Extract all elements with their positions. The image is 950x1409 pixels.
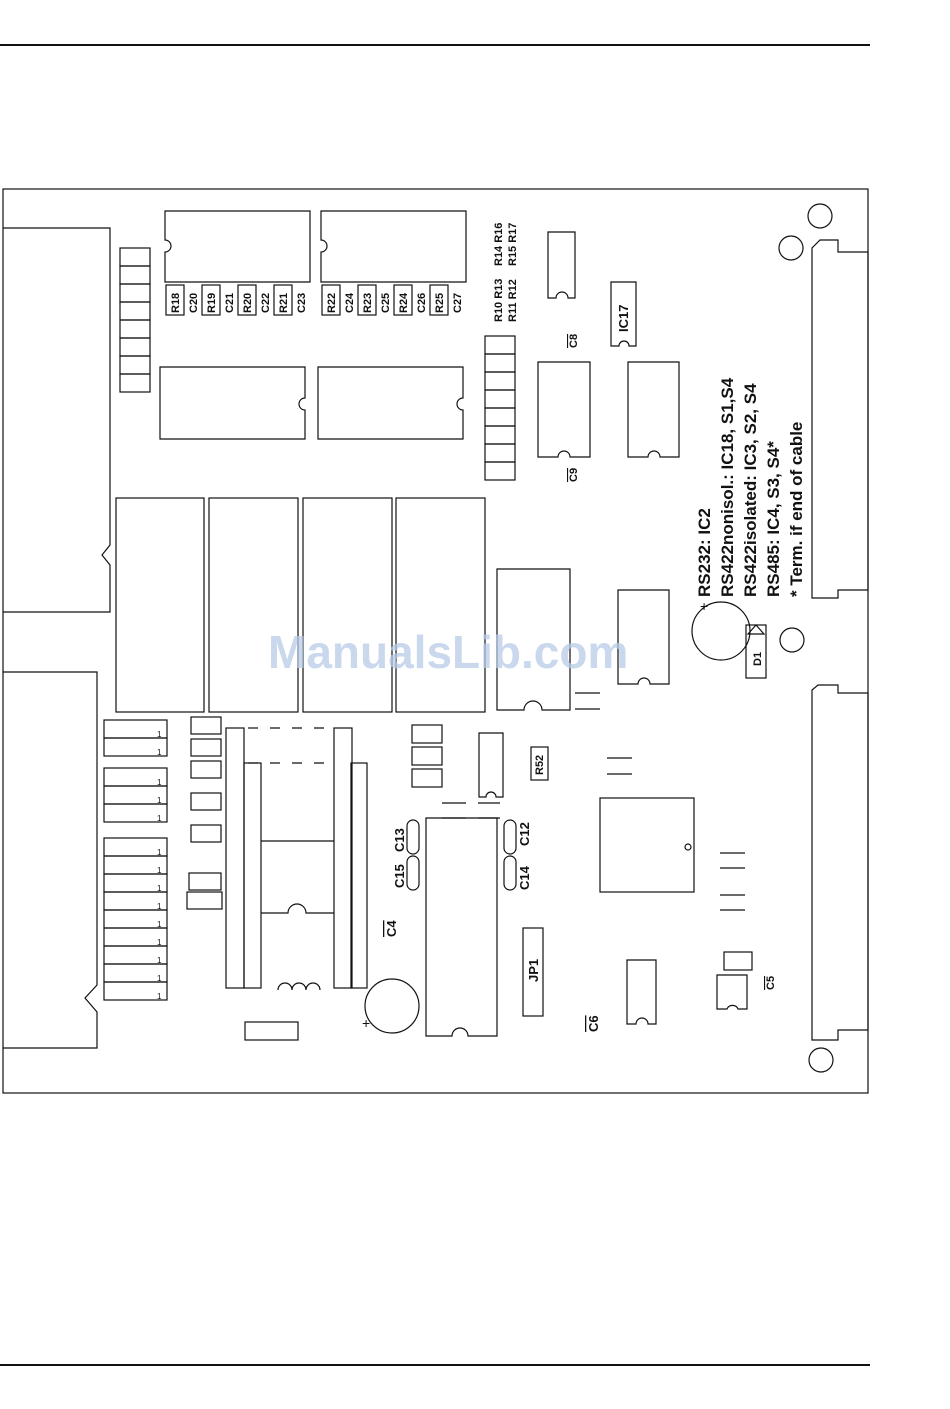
chip-c8-c9 <box>538 362 590 457</box>
label-c5: C5 <box>765 976 777 990</box>
db-connector-lower <box>812 685 868 1040</box>
pin1-marker: 1 <box>157 902 162 911</box>
pin1-marker: 1 <box>157 920 162 929</box>
note-rs422-isolated: RS422isolated: IC3, S2, S4 <box>741 383 760 597</box>
small-dip-r52 <box>479 733 503 797</box>
note-rs422-nonisol: RS422nonisol.: IC18, S1,S4 <box>718 377 737 597</box>
chip-bottom-center <box>627 960 656 1024</box>
label-r11-r12: R11 R12 <box>507 279 519 322</box>
label-c26: C26 <box>416 293 428 313</box>
pin1-marker: 1 <box>157 866 162 875</box>
square-ic <box>600 798 694 892</box>
dip-chip-mid-1 <box>160 367 305 439</box>
chip-c5 <box>717 975 747 1009</box>
pin1-marker: 1 <box>157 884 162 893</box>
mounting-holes <box>779 204 833 1072</box>
pin1-marker: 1 <box>157 992 162 1001</box>
small-pads-left <box>187 717 222 909</box>
label-ic17: IC17 <box>616 305 631 332</box>
note-termination: * Term. if end of cable <box>787 422 806 597</box>
label-r15-r17: R15 R17 <box>507 223 519 266</box>
note-rs485: RS485: IC4, S3, S4* <box>764 441 783 597</box>
relay-bank <box>116 498 485 712</box>
left-connector-bottom <box>3 672 97 1048</box>
plus-marker-right-cap: + <box>700 598 708 614</box>
pin1-marker: 1 <box>157 938 162 947</box>
label-c27: C27 <box>452 293 464 313</box>
small-box-c5-top <box>724 952 752 970</box>
label-c8: C8 <box>568 334 580 348</box>
dip-chip-top-1 <box>165 211 310 282</box>
label-r20: R20 <box>242 293 254 313</box>
label-r24: R24 <box>398 292 410 313</box>
big-ic-bottom <box>426 818 497 1036</box>
label-c12: C12 <box>517 822 532 846</box>
label-c25: C25 <box>380 293 392 313</box>
bottom-left-pad <box>245 1022 298 1040</box>
dip-chip-top-2 <box>321 211 466 282</box>
label-c20: C20 <box>188 293 200 313</box>
label-r22: R22 <box>326 293 338 313</box>
label-c13: C13 <box>392 828 407 852</box>
pad-column-center <box>485 336 515 480</box>
dip-chip-mid-2 <box>318 367 463 439</box>
pin1-marker: 1 <box>157 778 162 787</box>
label-c23: C23 <box>296 293 308 313</box>
small-pads-center <box>412 725 442 787</box>
label-r21: R21 <box>278 293 290 313</box>
label-r18: R18 <box>170 293 182 313</box>
pin1-marker: 1 <box>157 796 162 805</box>
watermark: ManualsLib.com <box>268 626 628 678</box>
label-c6: C6 <box>586 1015 601 1032</box>
pin1-marker: 1 <box>157 814 162 823</box>
left-connector-top <box>3 228 110 612</box>
label-c24: C24 <box>344 292 356 313</box>
db-connector-upper <box>812 240 868 598</box>
label-r25: R25 <box>434 293 446 313</box>
chip-right-of-c8 <box>628 362 679 457</box>
note-rs232: RS232: IC2 <box>695 508 714 597</box>
pin1-marker: 1 <box>157 848 162 857</box>
transformer-module <box>226 728 367 990</box>
cap-dashes <box>607 758 745 910</box>
plus-marker-c4: + <box>362 1015 370 1031</box>
label-r10-r13: R10 R13 <box>493 279 505 322</box>
label-c4: C4 <box>384 920 399 937</box>
label-c14: C14 <box>517 865 532 890</box>
pin1-marker: 1 <box>157 956 162 965</box>
label-r23: R23 <box>362 293 374 313</box>
label-jp1: JP1 <box>526 959 541 982</box>
crystal-caps <box>407 820 516 890</box>
pad-column-top-left <box>120 248 150 392</box>
pin1-marker: 1 <box>157 748 162 757</box>
label-c21: C21 <box>224 293 236 313</box>
chip-small-upper <box>548 232 575 298</box>
electrolytic-cap-c4 <box>365 979 419 1033</box>
label-r14-r16: R14 R16 <box>493 223 505 266</box>
label-c22: C22 <box>260 293 272 313</box>
label-c9: C9 <box>568 468 580 482</box>
label-d1: D1 <box>752 652 764 666</box>
label-c15: C15 <box>392 864 407 888</box>
label-r52: R52 <box>534 755 546 775</box>
pin1-marker: 1 <box>157 730 162 739</box>
pin1-marker: 1 <box>157 974 162 983</box>
label-r19: R19 <box>206 293 218 313</box>
